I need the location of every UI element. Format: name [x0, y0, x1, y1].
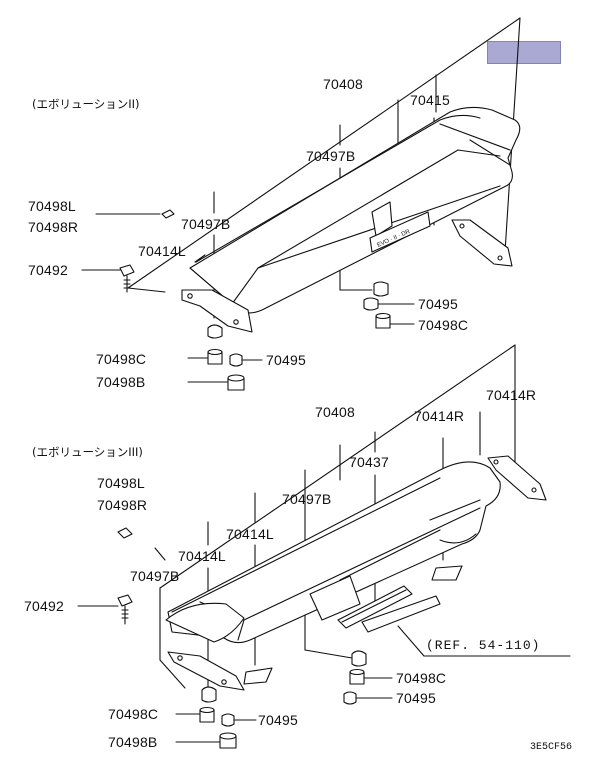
part-label: 70437 — [349, 454, 389, 470]
part-label: 70498C — [418, 317, 469, 333]
evo2-leaders — [81, 213, 415, 383]
part-label: 70498C — [108, 706, 159, 722]
part-label: 70414L — [226, 526, 274, 542]
part-label: 70414L — [178, 548, 226, 564]
reference-label: (REF. 54-110) — [426, 638, 541, 653]
part-label: 70495 — [396, 690, 436, 706]
part-label: 70408 — [315, 404, 355, 420]
part-label: 70497B — [282, 491, 332, 507]
part-label: 70498L — [97, 475, 145, 491]
part-label: 70498B — [108, 734, 158, 750]
part-label: 70414R — [486, 387, 537, 403]
part-label: 70497B — [181, 216, 231, 232]
part-label: 70495 — [266, 352, 306, 368]
section-heading-evo2: (エボリューションII) — [32, 97, 140, 111]
section-heading-evo3: (エボリューションIII) — [32, 445, 143, 459]
part-label: 70495 — [418, 296, 458, 312]
part-label: 70497B — [130, 568, 180, 584]
highlight-box — [487, 41, 561, 64]
part-label: 70492 — [28, 262, 68, 278]
part-label: 70498C — [396, 670, 447, 686]
evo3-leaders — [77, 605, 571, 743]
part-label: 70498R — [28, 219, 79, 235]
part-label: 70495 — [258, 712, 298, 728]
part-label: 70498L — [28, 198, 76, 214]
evo3-fasteners — [117, 594, 367, 749]
part-label: 70415 — [410, 92, 450, 108]
part-label: 70414L — [138, 243, 186, 259]
part-label: 70497B — [306, 148, 356, 164]
part-label: 70492 — [24, 598, 64, 614]
evo2-fasteners — [119, 264, 391, 391]
part-label: 70498B — [96, 374, 146, 390]
part-label: 70414R — [414, 408, 465, 424]
spoiler-evo3 — [117, 455, 547, 691]
part-label: 70498R — [97, 497, 148, 513]
diagram-code: 3E5CF56 — [530, 742, 573, 753]
part-label: 70498C — [96, 351, 147, 367]
part-label: 70408 — [323, 76, 363, 92]
